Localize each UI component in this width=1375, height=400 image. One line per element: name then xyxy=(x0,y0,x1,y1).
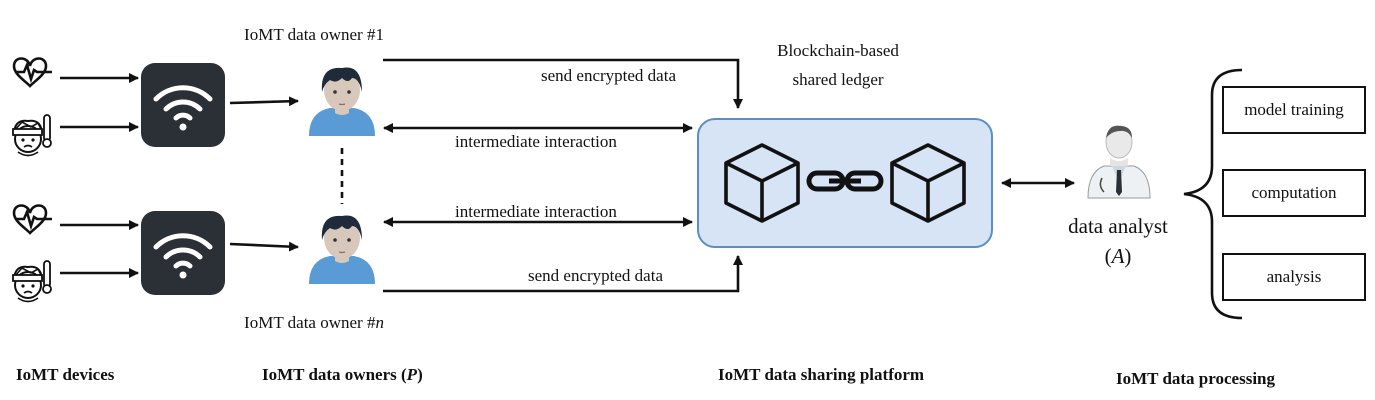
processing-item-analysis: analysis xyxy=(1222,253,1366,301)
doctor-icon xyxy=(1087,125,1151,199)
router-to-owner-arrow xyxy=(229,96,299,107)
send-encrypted-label-top: send encrypted data xyxy=(541,66,676,85)
send-encrypted-label-bottom: send encrypted data xyxy=(528,266,663,285)
wifi-router-icon xyxy=(141,211,225,295)
user-avatar-icon xyxy=(308,66,376,137)
header-processing: IoMT data processing xyxy=(1116,369,1276,388)
ownern-label-prefix: IoMT data owner # xyxy=(244,313,376,332)
blockchain-cube-icon xyxy=(890,143,966,223)
processing-item-computation: computation xyxy=(1222,169,1366,217)
blockchain-cube-icon xyxy=(724,143,800,223)
analyst-label: data analyst xyxy=(1068,214,1168,238)
ownern-label: IoMT data owner #n xyxy=(244,313,384,333)
ownern-label-suffix: n xyxy=(375,313,384,332)
user-avatar-icon xyxy=(308,214,376,285)
header-platform: IoMT data sharing platform xyxy=(718,365,925,384)
blockchain-graphic xyxy=(724,143,966,223)
sick-patient-thermometer-icon xyxy=(12,114,52,157)
chain-link-icon xyxy=(806,170,884,192)
processing-item-model-training: model training xyxy=(1222,86,1366,134)
sick-patient-thermometer-icon xyxy=(12,260,52,303)
interaction-label-top: intermediate interaction xyxy=(455,132,617,151)
platform-label-line1: Blockchain-based xyxy=(777,41,899,60)
wifi-router-icon xyxy=(141,63,225,147)
interaction-label-bottom: intermediate interaction xyxy=(455,202,617,221)
heart-rate-icon xyxy=(12,204,54,235)
owner1-label: IoMT data owner #1 xyxy=(244,25,384,44)
send-encrypted-arrow-top xyxy=(383,58,743,109)
platform-label-line2: shared ledger xyxy=(792,70,884,89)
analyst-symbol: (A) xyxy=(1104,244,1132,268)
router-to-owner-arrow xyxy=(229,241,299,252)
processing-brace xyxy=(1183,68,1243,320)
header-owners: IoMT data owners (P) xyxy=(262,365,423,384)
send-encrypted-arrow-bottom xyxy=(383,255,743,293)
header-devices: IoMT devices xyxy=(16,365,115,384)
heart-rate-icon xyxy=(12,57,54,88)
